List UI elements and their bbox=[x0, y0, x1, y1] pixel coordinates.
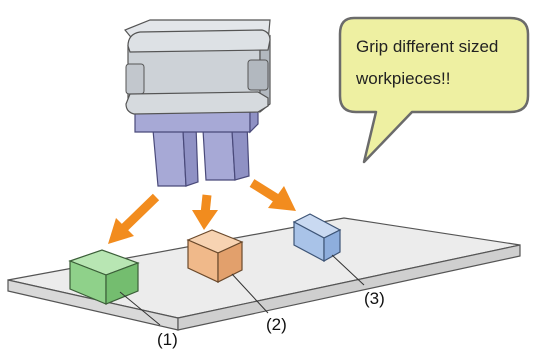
arrow-right bbox=[249, 179, 296, 211]
workpiece-3 bbox=[292, 213, 342, 263]
workpiece-label-2: (2) bbox=[266, 315, 287, 334]
callout-line-1: Grip different sized bbox=[356, 37, 498, 56]
workpiece-label-3: (3) bbox=[364, 289, 385, 308]
speech-bubble: Grip different sized workpieces!! bbox=[338, 16, 530, 164]
leader-line-2 bbox=[231, 273, 269, 314]
arrow-left bbox=[108, 193, 160, 244]
gripper-finger-left bbox=[152, 125, 199, 187]
workpiece-2 bbox=[186, 229, 244, 283]
callout-line-2: workpieces!! bbox=[355, 69, 450, 88]
leader-line-1 bbox=[119, 291, 161, 326]
leader-line-3 bbox=[331, 254, 365, 286]
arrow-down bbox=[192, 194, 218, 230]
gripper-finger-right bbox=[202, 123, 250, 181]
workpiece-1 bbox=[68, 249, 140, 305]
workpiece-label-1: (1) bbox=[157, 330, 178, 349]
gripper bbox=[124, 19, 271, 187]
